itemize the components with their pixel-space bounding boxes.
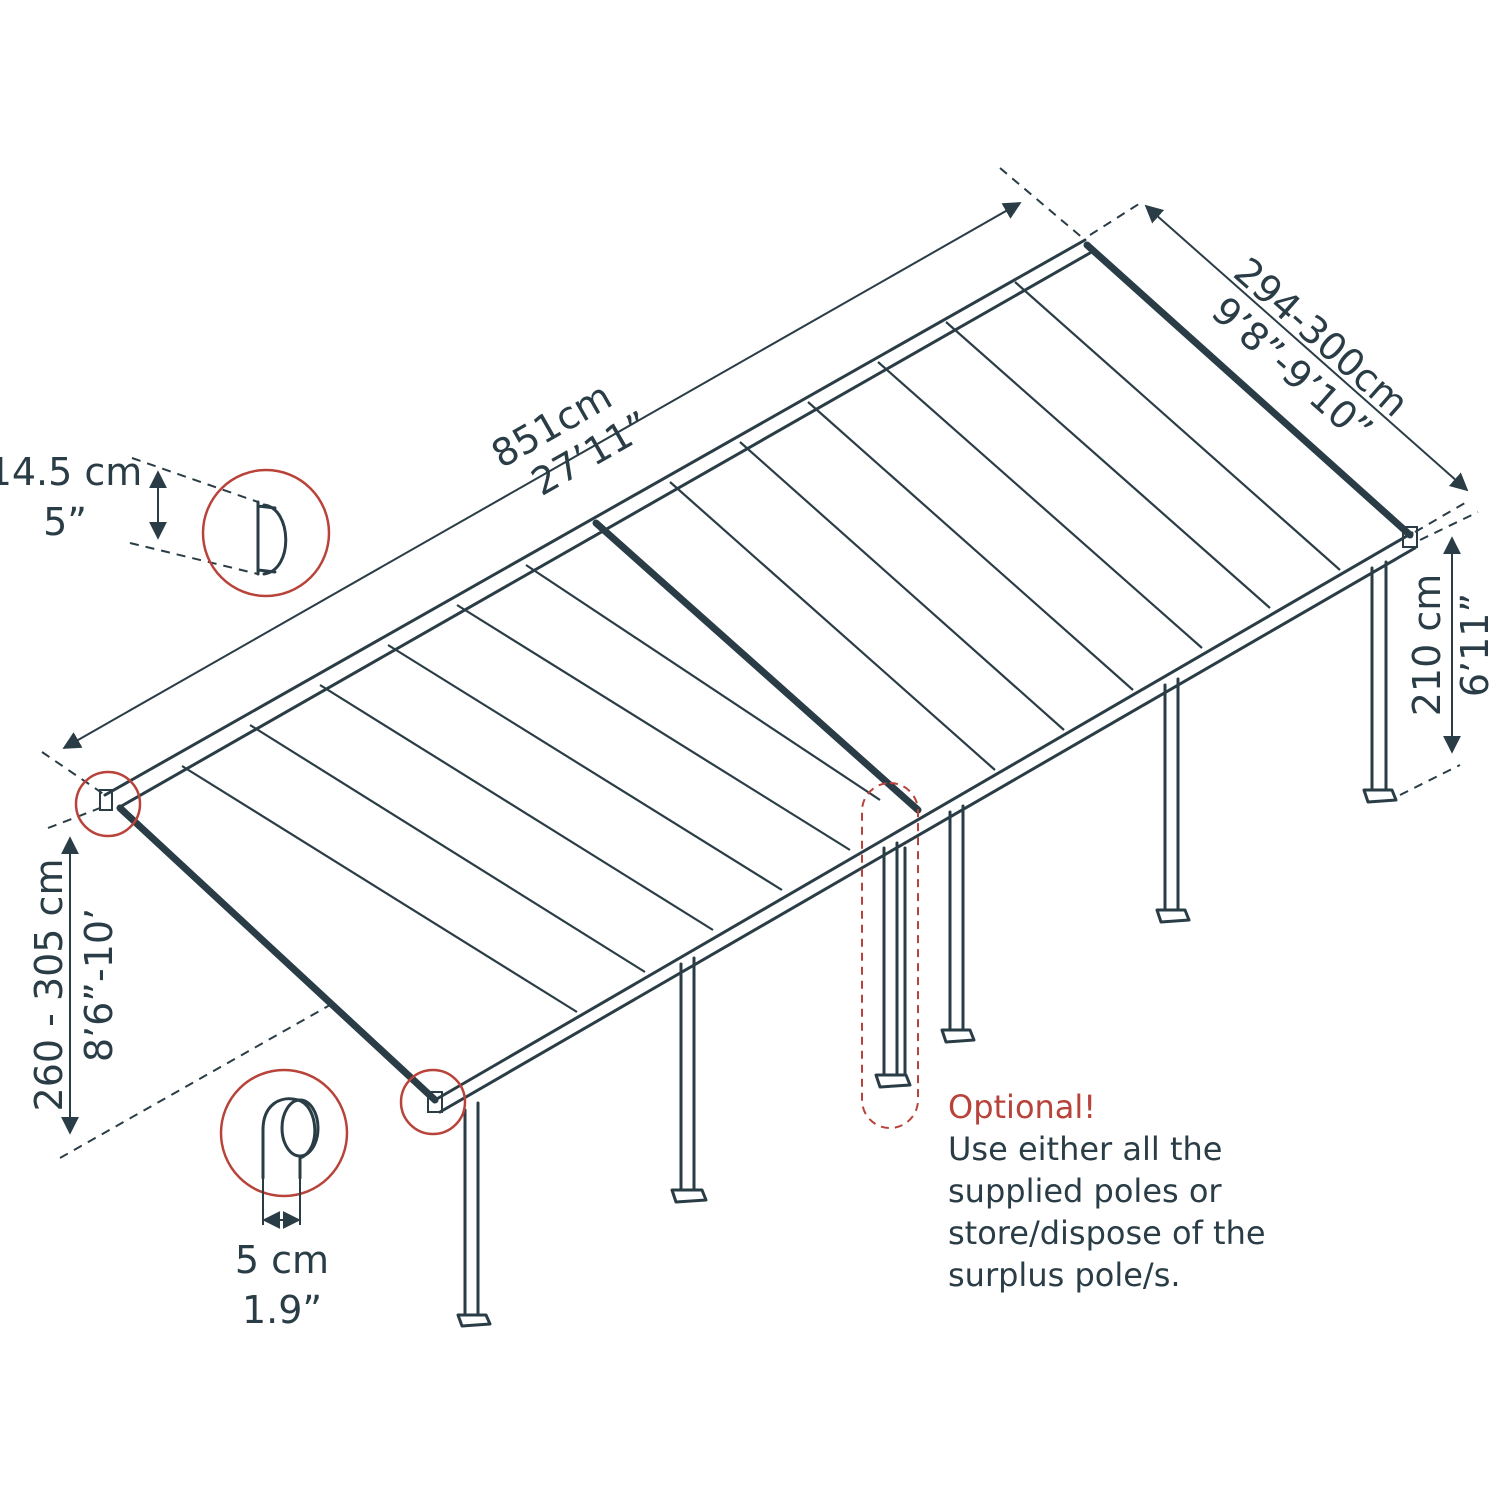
front-corner-highlight bbox=[399, 1068, 467, 1136]
note-line: store/dispose of the bbox=[948, 1214, 1266, 1252]
post-profile-icon bbox=[261, 1097, 317, 1180]
front-height-dimension: 260 - 305 cm 8’6”-10’ bbox=[27, 807, 331, 1159]
post-detail-circle bbox=[219, 1068, 349, 1198]
pole-width-cm-label: 5 cm bbox=[235, 1238, 329, 1282]
back-corner-highlight bbox=[74, 770, 142, 838]
support-posts bbox=[456, 560, 1398, 1328]
post bbox=[940, 804, 976, 1044]
front-height-imperial-label: 8’6”-10’ bbox=[77, 908, 121, 1062]
back-height-cm-label: 210 cm bbox=[1405, 574, 1449, 717]
note-line: Use either all the bbox=[948, 1130, 1222, 1168]
panel-line bbox=[249, 724, 646, 973]
post-profile-callout: 5 cm 1.9” bbox=[219, 1068, 349, 1332]
pole-width-imperial-label: 1.9” bbox=[242, 1288, 322, 1332]
panel-line bbox=[319, 684, 714, 931]
front-beam bbox=[433, 531, 1414, 1102]
note-line: surplus pole/s. bbox=[948, 1256, 1181, 1294]
back-height-imperial-label: 6’11” bbox=[1453, 593, 1497, 697]
post bbox=[1155, 677, 1191, 924]
gutter-profile-callout: 14.5 cm 5” bbox=[0, 450, 331, 598]
panel-line bbox=[456, 604, 851, 851]
gutter-detail-circle bbox=[201, 468, 331, 598]
front-height-cm-label: 260 - 305 cm bbox=[27, 859, 71, 1112]
gutter-height-imperial-label: 5” bbox=[43, 500, 87, 544]
post-optional bbox=[874, 841, 912, 1089]
left-end-rafter bbox=[116, 804, 439, 1104]
gutter-height-cm-label: 14.5 cm bbox=[0, 450, 142, 494]
right-front-endcap bbox=[1402, 526, 1418, 548]
left-back-endcap bbox=[99, 789, 113, 811]
gutter-profile-icon bbox=[256, 500, 288, 576]
panel-line bbox=[181, 765, 578, 1013]
front-beam-lower bbox=[438, 546, 1417, 1114]
back-height-dimension: 210 cm 6’11” bbox=[1399, 511, 1497, 796]
panel-line bbox=[387, 644, 783, 891]
middle-rafter bbox=[592, 519, 922, 814]
left-front-endcap bbox=[427, 1091, 443, 1113]
optional-note: Optional! Use either all the supplied po… bbox=[948, 1088, 1266, 1294]
note-line: supplied poles or bbox=[948, 1172, 1222, 1210]
note-heading: Optional! bbox=[948, 1088, 1096, 1126]
post bbox=[1362, 560, 1398, 804]
width-dimension: 294-300cm 9’8”-9’10” bbox=[1089, 201, 1471, 533]
post bbox=[670, 956, 708, 1204]
optional-post-highlight bbox=[861, 782, 919, 1129]
post bbox=[456, 1101, 492, 1328]
roof-frame bbox=[99, 238, 1418, 1114]
